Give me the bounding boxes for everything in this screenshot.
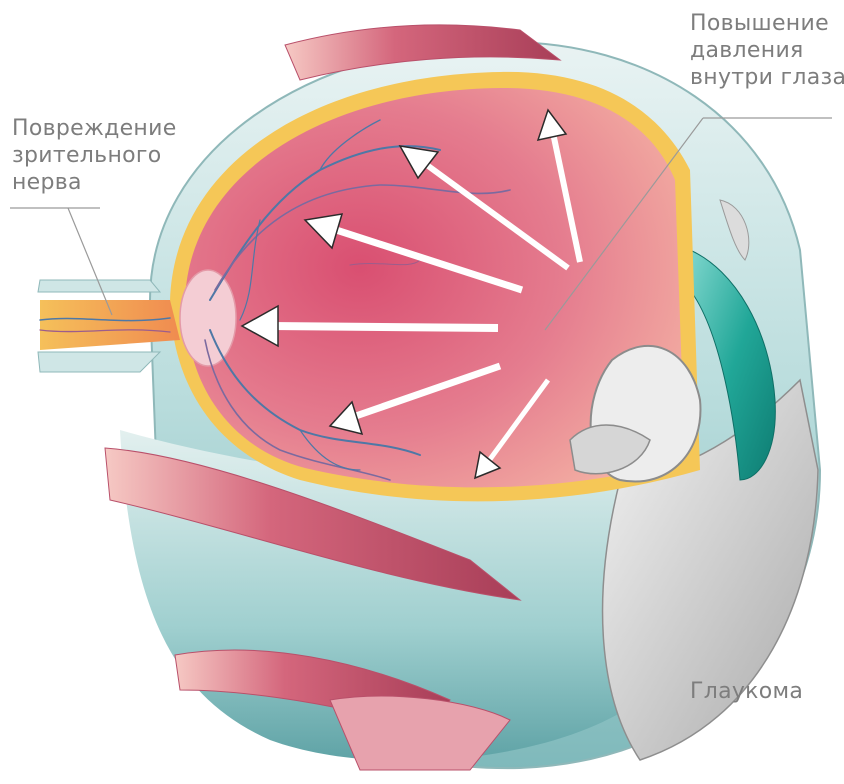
diagram-title: Глаукома — [690, 678, 803, 705]
label-nerve-line-1: Повреждение — [12, 115, 177, 142]
label-optic-nerve-damage: Повреждение зрительного нерва — [12, 115, 177, 196]
label-pressure-line-1: Повышение — [690, 10, 844, 37]
label-pressure-line-2: давления — [690, 37, 844, 64]
label-nerve-line-3: нерва — [12, 169, 177, 196]
label-nerve-line-2: зрительного — [12, 142, 177, 169]
label-pressure-line-3: внутри глаза — [690, 64, 844, 91]
label-increased-pressure: Повышение давления внутри глаза — [690, 10, 844, 91]
leader-line-nerve-diag — [68, 208, 112, 315]
